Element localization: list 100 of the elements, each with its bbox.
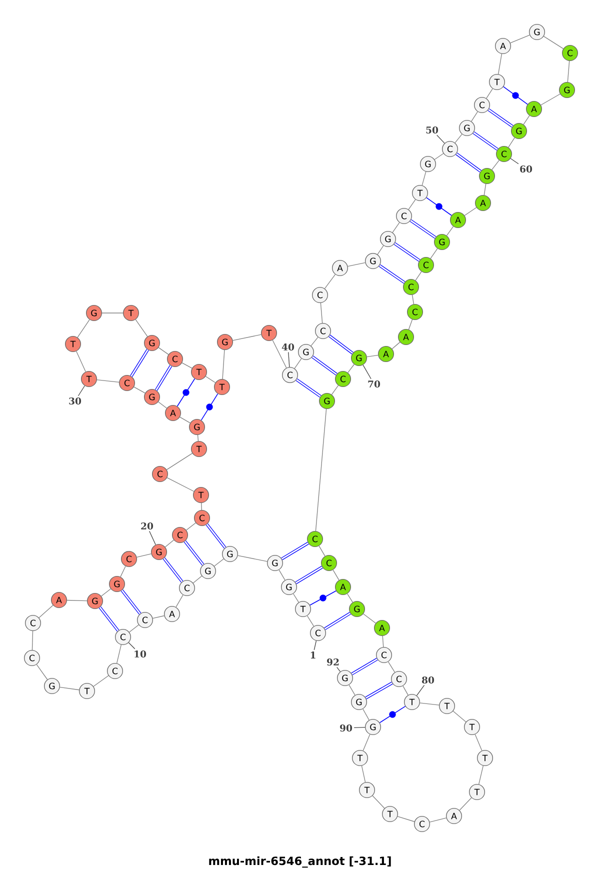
base-pair-line bbox=[295, 566, 323, 584]
backbone-line bbox=[315, 408, 327, 532]
backbone-line bbox=[222, 350, 225, 380]
backbone-line bbox=[36, 664, 48, 680]
base-pair-line bbox=[394, 242, 420, 262]
backbone-line bbox=[510, 34, 530, 44]
backbone-line bbox=[201, 502, 202, 510]
backbone-line bbox=[361, 766, 366, 783]
position-number: 40 bbox=[282, 343, 294, 351]
backbone-line bbox=[459, 797, 472, 811]
backbone-line bbox=[101, 588, 111, 596]
backbone-line bbox=[102, 312, 124, 314]
backbone-line bbox=[129, 624, 139, 632]
backbone-line bbox=[166, 477, 194, 492]
backbone-line bbox=[180, 416, 190, 424]
position-number: 80 bbox=[422, 676, 434, 684]
leader-line bbox=[362, 364, 372, 380]
backbone-line bbox=[134, 386, 146, 394]
backbone-line bbox=[408, 199, 416, 210]
backbone-line bbox=[164, 540, 174, 548]
leader-line bbox=[510, 158, 519, 164]
backbone-line bbox=[478, 765, 484, 785]
backbone-line bbox=[136, 554, 152, 558]
base-pair-line bbox=[120, 589, 142, 615]
backbone-line bbox=[238, 555, 268, 562]
backbone-line bbox=[306, 615, 314, 627]
backbone-line bbox=[93, 675, 109, 687]
base-pair-line bbox=[503, 86, 528, 105]
title: mmu-mir-6546_annot [-31.1] bbox=[209, 856, 391, 868]
backbone-line bbox=[543, 36, 564, 50]
backbone-line bbox=[331, 385, 339, 395]
base-pair-line bbox=[324, 612, 351, 630]
backbone-line bbox=[471, 111, 478, 122]
backbone-line bbox=[392, 222, 400, 233]
base-pair-line bbox=[184, 540, 204, 566]
base-pair-line bbox=[379, 706, 406, 724]
backbone-line bbox=[372, 795, 385, 809]
backbone-line bbox=[382, 636, 384, 648]
backbone-line bbox=[232, 334, 262, 341]
backbone-line bbox=[346, 593, 354, 603]
base-pair-line bbox=[365, 682, 393, 700]
base-pair-line bbox=[162, 557, 184, 583]
backbone-line bbox=[388, 661, 396, 673]
leader-line bbox=[128, 642, 136, 650]
position-number: 20 bbox=[141, 522, 154, 530]
backbone-line bbox=[486, 88, 493, 99]
leader-line bbox=[354, 726, 366, 728]
backbone-line bbox=[66, 600, 88, 602]
base-pair-line bbox=[176, 378, 196, 407]
backbone-line bbox=[508, 137, 515, 148]
backbone-line bbox=[415, 271, 422, 281]
backbone-line bbox=[320, 302, 323, 324]
backbone-line bbox=[362, 708, 370, 720]
backbone-line bbox=[158, 347, 169, 355]
backbone-line bbox=[38, 604, 54, 618]
backbone-line bbox=[186, 522, 196, 530]
backbone-line bbox=[292, 593, 300, 603]
backbone-line bbox=[392, 342, 400, 350]
base-pair-line bbox=[456, 152, 482, 172]
position-number: 90 bbox=[340, 724, 352, 732]
backbone-line bbox=[158, 402, 167, 408]
backbone-line bbox=[397, 816, 415, 822]
position-number: 1 bbox=[310, 652, 316, 658]
leader-line bbox=[288, 352, 290, 368]
backbone-line bbox=[452, 710, 466, 722]
base-pair-line bbox=[200, 393, 218, 421]
backbone-line bbox=[430, 248, 438, 259]
backbone-line bbox=[197, 434, 199, 442]
backbone-line bbox=[408, 319, 413, 330]
backbone-line bbox=[484, 184, 486, 196]
backbone-line bbox=[523, 115, 530, 125]
base-pair-line bbox=[328, 334, 354, 354]
position-number: 60 bbox=[520, 165, 532, 173]
backbone-line bbox=[412, 294, 414, 304]
leader-line bbox=[336, 666, 341, 672]
backbone-line bbox=[76, 350, 86, 372]
backbone-line bbox=[96, 380, 120, 382]
base-pair-line bbox=[310, 590, 336, 606]
backbone-line bbox=[77, 319, 90, 338]
backbone-line bbox=[567, 60, 570, 82]
backbone-line bbox=[454, 134, 462, 144]
leader-line bbox=[416, 684, 425, 696]
base-pair-line bbox=[488, 108, 514, 128]
base-pair-line bbox=[98, 606, 120, 632]
base-pair-line bbox=[378, 264, 406, 284]
backbone-line bbox=[294, 358, 302, 369]
base-pair-line bbox=[472, 131, 498, 151]
base-pair-line bbox=[426, 197, 452, 216]
backbone-line bbox=[116, 644, 122, 664]
backbone-line bbox=[363, 614, 376, 624]
position-number: 10 bbox=[134, 650, 146, 658]
backbone-line bbox=[205, 376, 216, 383]
backbone-line bbox=[135, 319, 148, 337]
backbone-line bbox=[324, 274, 336, 289]
backbone-line bbox=[348, 364, 354, 373]
backbone-line bbox=[540, 94, 560, 106]
base-pair-line bbox=[130, 349, 149, 377]
backbone-line bbox=[120, 566, 126, 578]
backbone-line bbox=[214, 558, 224, 566]
backbone-line bbox=[318, 546, 326, 556]
